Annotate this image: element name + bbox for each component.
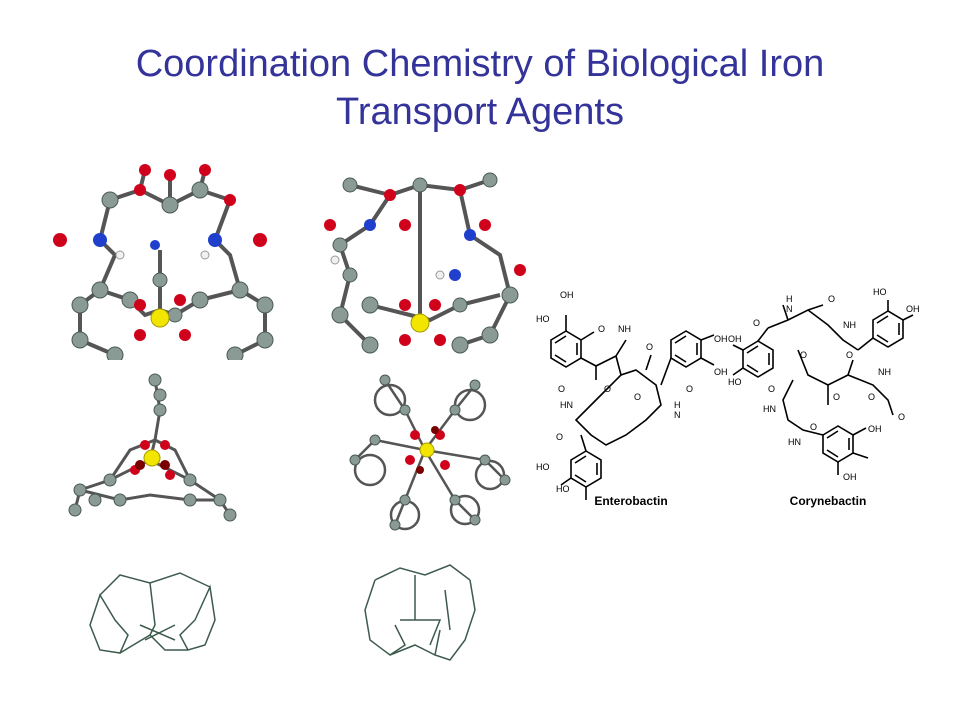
wireframe-model-enterobactin [89, 572, 216, 654]
slide-title: Coordination Chemistry of Biological Iro… [60, 40, 900, 136]
atom-label-o-12: O [768, 384, 775, 394]
atom-label-oh-2: OH [714, 334, 728, 344]
atom-label-h-1: H [674, 400, 681, 410]
atom-label-o-13: O [833, 392, 840, 402]
ball-stick-model-corynebactin-top [349, 374, 511, 531]
atom-label-ho-3: HO [556, 484, 570, 494]
enterobactin-label: Enterobactin [594, 494, 667, 508]
atom-label-oh-7: OH [843, 472, 857, 482]
atom-label-n-1: N [674, 410, 681, 420]
atom-label-o-16: O [898, 412, 905, 422]
atom-label-ho-4: HO [873, 287, 887, 297]
atom-label-nh-1: NH [618, 324, 631, 334]
atom-label-o-15: O [810, 422, 817, 432]
atom-label-oh-4: OH [906, 304, 920, 314]
atom-label-o-6: O [686, 384, 693, 394]
title-line-2: Transport Agents [336, 91, 624, 133]
atom-label-o-4: O [604, 384, 611, 394]
title-line-1: Coordination Chemistry of Biological Iro… [135, 43, 825, 85]
atom-label-o-5: O [634, 392, 641, 402]
skeletal-formula-corynebactin: H N O HO OH NH O OH HO O O NH O HN O O H… [728, 287, 920, 508]
atom-label-o-1: O [598, 324, 605, 334]
atom-label-o-11: O [846, 350, 853, 360]
atom-label-n-2: N [786, 304, 793, 314]
atom-label-o-14: O [868, 392, 875, 402]
atom-label-ho-2: HO [536, 462, 550, 472]
atom-label-oh-3: OH [714, 367, 728, 377]
atom-label-oh-5: OH [728, 334, 742, 344]
atom-label-nh-3: NH [878, 367, 891, 377]
atom-label-hn-1: HN [560, 400, 573, 410]
atom-label-o-2: O [646, 342, 653, 352]
ball-stick-model-enterobactin-side [53, 164, 274, 360]
skeletal-formula-enterobactin: OH HO O NH O OH OH O O HN O H N O O HO H… [536, 290, 728, 508]
atom-label-o-8: O [828, 294, 835, 304]
atom-label-o-10: O [800, 350, 807, 360]
atom-label-ho-1: HO [536, 314, 550, 324]
atom-label-hn-3: HN [788, 437, 801, 447]
ball-stick-model-corynebactin-side [324, 172, 526, 354]
atom-label-hn-2: HN [763, 404, 776, 414]
wireframe-model-corynebactin [364, 564, 476, 661]
atom-label-o-3: O [558, 384, 565, 394]
corynebactin-label: Corynebactin [790, 494, 867, 508]
ball-stick-model-enterobactin-top [68, 373, 237, 522]
atom-label-oh-1: OH [560, 290, 574, 300]
atom-label-h-2: H [786, 294, 793, 304]
atom-label-o-7: O [556, 432, 563, 442]
atom-label-nh-2: NH [843, 320, 856, 330]
atom-label-ho-5: HO [728, 377, 742, 387]
atom-label-o-9: O [753, 318, 760, 328]
atom-label-oh-6: OH [868, 424, 882, 434]
